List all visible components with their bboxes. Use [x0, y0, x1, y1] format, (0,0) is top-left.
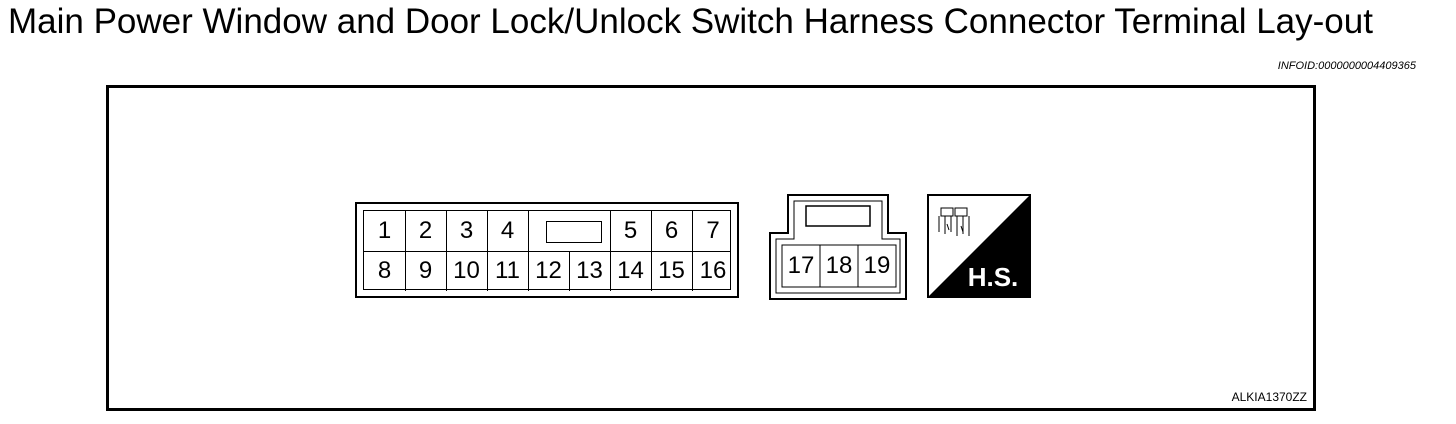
- divider: [487, 211, 488, 251]
- terminal-label: 9: [418, 257, 433, 284]
- terminal-label: 1: [377, 217, 392, 244]
- terminal-label: 7: [706, 217, 720, 244]
- terminal-label: 12: [535, 257, 562, 284]
- divider: [487, 251, 488, 291]
- figure-code: ALKIA1370ZZ: [1231, 390, 1307, 404]
- divider: [528, 211, 529, 251]
- page-title: Main Power Window and Door Lock/Unlock S…: [8, 2, 1373, 41]
- divider: [651, 251, 652, 291]
- divider: [446, 211, 447, 251]
- connector-b: 17 18 19: [766, 193, 912, 303]
- hs-badge-text: H.S.: [968, 262, 1019, 292]
- terminal-label: 15: [658, 257, 685, 284]
- terminal-label: 19: [863, 252, 891, 279]
- divider: [692, 211, 693, 251]
- diagram-frame: 1 2 3 4 5 6 7 8 9 10 11 12 13 14 15 16: [106, 85, 1316, 411]
- terminal-label: 4: [500, 217, 515, 244]
- terminal-label: 17: [787, 252, 815, 279]
- terminal-label: 8: [377, 257, 392, 284]
- terminal-label: 18: [825, 252, 853, 279]
- terminal-label: 11: [495, 257, 520, 284]
- divider: [610, 211, 611, 251]
- connector-key-slot: [546, 221, 602, 243]
- terminal-label: 6: [664, 217, 679, 244]
- info-id: INFOID:0000000004409365: [1277, 60, 1416, 72]
- divider: [610, 251, 611, 291]
- divider: [528, 251, 529, 291]
- terminal-label: 2: [418, 217, 433, 244]
- terminal-label: 14: [617, 257, 644, 284]
- divider: [692, 251, 693, 291]
- divider: [651, 211, 652, 251]
- divider: [405, 211, 406, 251]
- divider: [446, 251, 447, 291]
- harness-side-icon: H.S.: [927, 194, 1031, 298]
- divider: [569, 251, 570, 291]
- connector-b-outline: [769, 194, 907, 300]
- terminal-label: 10: [453, 257, 480, 284]
- terminal-label: 13: [576, 257, 603, 284]
- connector-a-body: 1 2 3 4 5 6 7 8 9 10 11 12 13 14 15 16: [363, 210, 731, 291]
- harness-side-badge: H.S.: [927, 194, 1031, 298]
- connector-a: 1 2 3 4 5 6 7 8 9 10 11 12 13 14 15 16: [355, 202, 739, 298]
- terminal-label: 3: [459, 217, 474, 244]
- divider: [405, 251, 406, 291]
- connector-a-row-divider: [364, 251, 730, 252]
- terminal-label: 16: [699, 257, 727, 284]
- terminal-label: 5: [623, 217, 638, 244]
